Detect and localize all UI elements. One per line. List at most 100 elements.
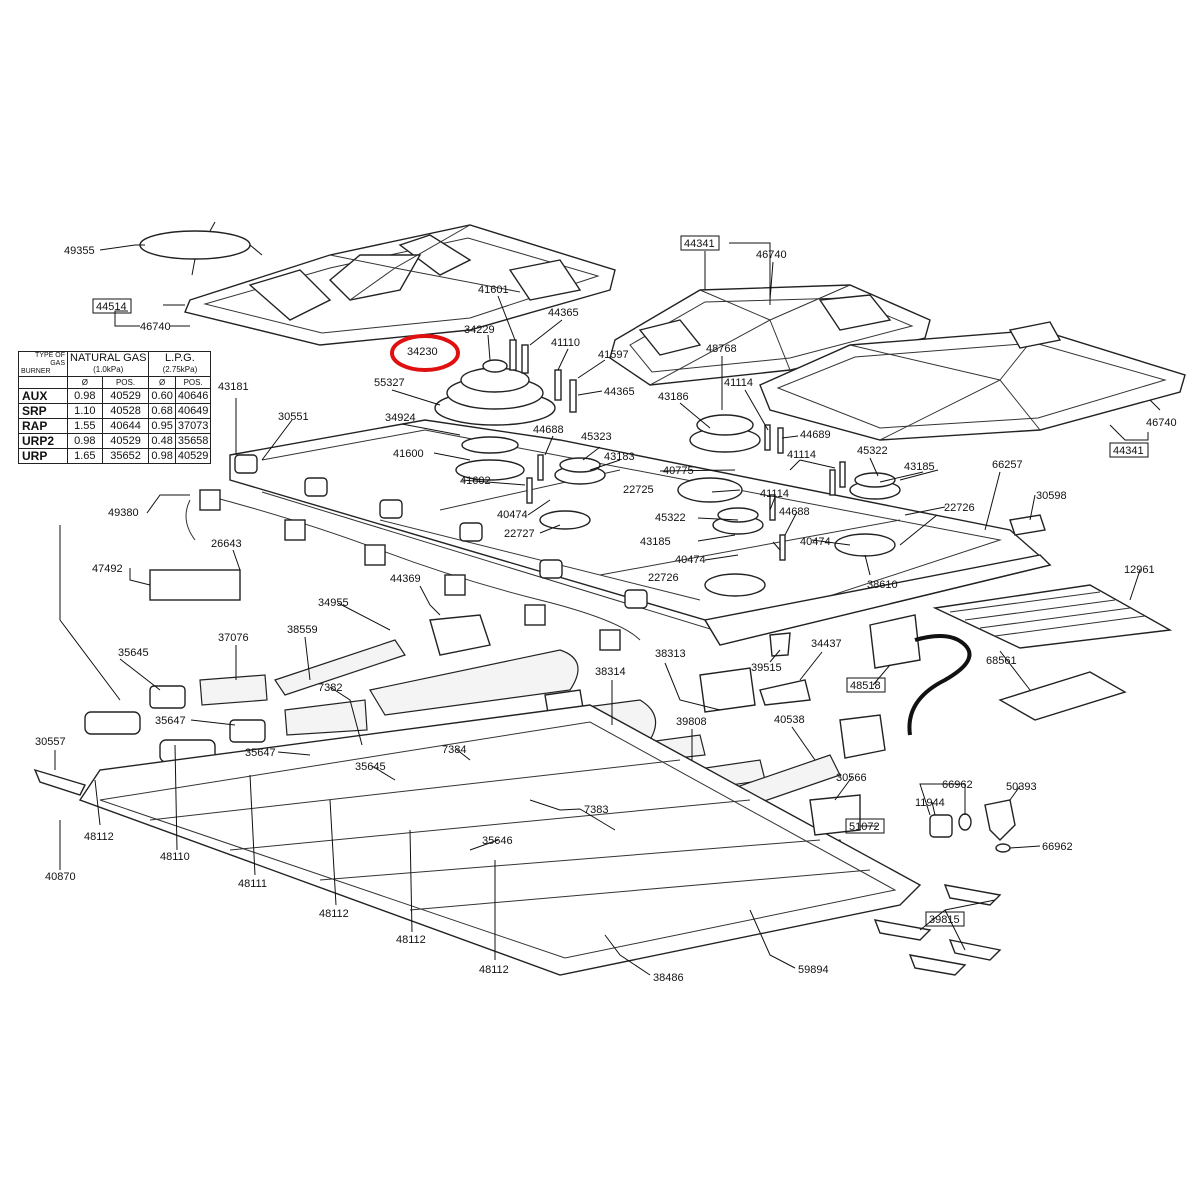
callout-48768: 48768 — [706, 343, 737, 355]
spark-generator — [869, 614, 972, 736]
callout-44365: 44365 — [548, 307, 579, 319]
natural-gas-header: NATURAL GAS (1.0kPa) — [66, 351, 150, 377]
callout-22726: 22726 — [944, 502, 975, 514]
callout-box-44514 — [92, 298, 132, 314]
callout-35646: 35646 — [482, 835, 513, 847]
callout-34230: 34230 — [407, 346, 438, 358]
callout-41600: 41600 — [393, 448, 424, 460]
callout-50393: 50393 — [1006, 781, 1037, 793]
ng-diameter: 0.98 — [67, 388, 103, 404]
callout-11944: 11944 — [915, 797, 945, 809]
callout-7384: 7384 — [442, 744, 466, 756]
callout-48112: 48112 — [396, 934, 426, 946]
callout-55327: 55327 — [374, 377, 405, 389]
callout-box-44341 — [680, 235, 720, 251]
callout-48112: 48112 — [319, 908, 349, 920]
callout-48112: 48112 — [479, 964, 509, 976]
callout-30598: 30598 — [1036, 490, 1067, 502]
callout-34437: 34437 — [811, 638, 842, 650]
bottom-tray — [78, 704, 922, 976]
callout-66962: 66962 — [942, 779, 973, 791]
callout-40870: 40870 — [45, 871, 76, 883]
callout-box-51072 — [845, 818, 885, 834]
callout-48110: 48110 — [160, 851, 190, 863]
callout-41601: 41601 — [478, 284, 509, 296]
callout-41110: 41110 — [551, 337, 580, 349]
valve-stems — [234, 454, 648, 609]
lpg-diameter: 0.68 — [148, 403, 176, 419]
callout-48112: 48112 — [84, 831, 114, 843]
callout-38559: 38559 — [287, 624, 318, 636]
callout-40474: 40474 — [497, 509, 528, 521]
ng-diameter: 0.98 — [67, 433, 103, 449]
ng-pos: 40528 — [101, 403, 150, 419]
table-row: SRP 1.10 40528 0.68 40649 — [18, 403, 212, 419]
callout-30566: 30566 — [836, 772, 867, 784]
callout-38314: 38314 — [595, 666, 626, 678]
gas-injector-table: TYPE OF GAS BURNER NATURAL GAS (1.0kPa) … — [18, 351, 212, 464]
lpg-diameter: 0.60 — [148, 388, 176, 404]
callout-35647: 35647 — [245, 747, 276, 759]
callout-44369: 44369 — [390, 573, 421, 585]
callout-44689: 44689 — [800, 429, 831, 441]
callout-66257: 66257 — [992, 459, 1023, 471]
callout-35647: 35647 — [155, 715, 186, 727]
corner-type-of-gas: TYPE OF GAS — [35, 352, 65, 367]
callout-34924: 34924 — [385, 412, 416, 424]
pan-support-left — [184, 224, 616, 346]
callout-59894: 59894 — [798, 964, 829, 976]
callout-46740: 46740 — [756, 249, 787, 261]
leader-lines — [54, 242, 1161, 976]
callout-38313: 38313 — [655, 648, 686, 660]
callout-7382: 7382 — [318, 682, 342, 694]
burner-rapid — [677, 414, 761, 503]
callout-48111: 48111 — [238, 878, 267, 890]
col-lpg-diameter: Ø — [148, 376, 176, 389]
pan-support-right — [759, 321, 1186, 441]
grate-rubber-foot — [135, 221, 263, 276]
callout-35645: 35645 — [355, 761, 386, 773]
callout-41114: 41114 — [760, 488, 789, 500]
callout-41597: 41597 — [598, 349, 629, 361]
table-row: URP 1.65 35652 0.98 40529 — [18, 448, 212, 464]
callout-22727: 22727 — [504, 528, 535, 540]
callout-40775: 40775 — [663, 465, 694, 477]
callout-box-39815 — [925, 911, 965, 927]
empty-cell — [18, 376, 68, 389]
callout-43181: 43181 — [218, 381, 249, 393]
callout-40538: 40538 — [774, 714, 805, 726]
callout-box-44341 — [1109, 442, 1149, 458]
lpg-pressure: (2.75kPa) — [162, 365, 198, 374]
lpg-diameter: 0.95 — [148, 418, 176, 434]
table-row: URP2 0.98 40529 0.48 35658 — [18, 433, 212, 449]
ng-pos: 40529 — [101, 388, 150, 404]
electrodes-thermocouples — [509, 339, 846, 561]
lpg-header: L.P.G. (2.75kPa) — [148, 351, 212, 377]
callout-44365: 44365 — [604, 386, 635, 398]
callout-12961: 12961 — [1124, 564, 1155, 576]
callout-40474: 40474 — [800, 536, 831, 548]
callout-40474: 40474 — [675, 554, 706, 566]
callout-49355: 49355 — [64, 245, 95, 257]
highlight-ring — [390, 334, 460, 372]
callout-43185: 43185 — [640, 536, 671, 548]
pan-support-center — [609, 284, 931, 386]
lpg-pos: 40646 — [174, 388, 212, 404]
callout-45322: 45322 — [857, 445, 888, 457]
col-lpg-pos: POS. — [174, 376, 212, 389]
callout-44341: 44341 — [1113, 445, 1144, 457]
callout-44514: 44514 — [96, 301, 127, 313]
callout-box-48518 — [846, 677, 886, 693]
callout-43186: 43186 — [658, 391, 689, 403]
ng-pos: 40529 — [101, 433, 150, 449]
natural-gas-label: NATURAL GAS — [70, 352, 147, 364]
burner-name: URP — [18, 448, 68, 464]
terminal-block — [149, 569, 241, 601]
corner-burner: BURNER — [21, 368, 51, 375]
burner-name: SRP — [18, 403, 68, 419]
ng-pos: 40644 — [101, 418, 150, 434]
callout-39515: 39515 — [751, 662, 782, 674]
part-callouts: 4935544514467404434146740416013422944365… — [35, 235, 1177, 984]
callout-39815: 39815 — [929, 914, 960, 926]
callout-45322: 45322 — [655, 512, 686, 524]
